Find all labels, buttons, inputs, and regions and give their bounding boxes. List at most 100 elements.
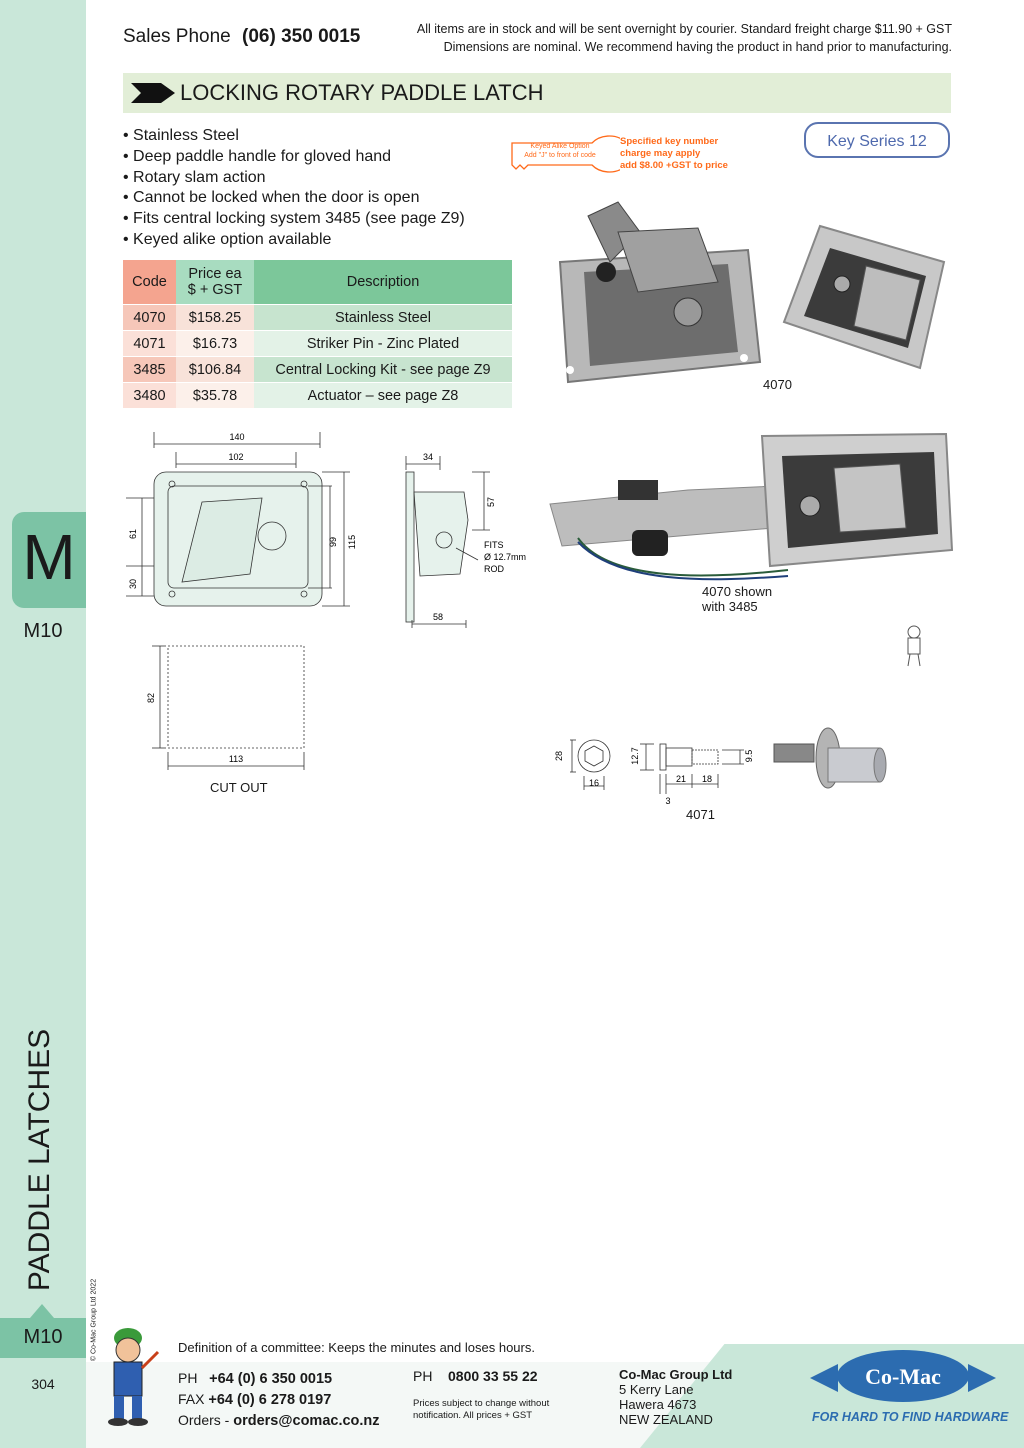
feature-item: Deep paddle handle for gloved hand xyxy=(123,147,465,168)
cell-code: 4070 xyxy=(123,304,176,331)
cell-description: Actuator – see page Z8 xyxy=(254,382,512,408)
photo-caption-line: 4070 shown xyxy=(702,584,773,599)
price-note: Prices subject to change without notific… xyxy=(413,1398,549,1422)
front-view-drawing: 140 102 99 115 61 30 xyxy=(126,432,357,607)
latch-rear-photo xyxy=(558,201,762,384)
bottom-code: M10 xyxy=(23,1326,63,1348)
cell-price: $16.73 xyxy=(176,330,254,357)
ph-number[interactable]: +64 (0) 6 350 0015 xyxy=(209,1371,333,1387)
dim-label: 16 xyxy=(589,778,599,788)
cell-description: Striker Pin - Zinc Plated xyxy=(254,330,512,357)
side-view-drawing: 34 57 58 FITS Ø 12.7mm ROD xyxy=(405,452,526,628)
table-row: 3485 $106.84 Central Locking Kit - see p… xyxy=(123,356,512,383)
dim-label: 57 xyxy=(486,497,496,507)
fits-label: Ø 12.7mm xyxy=(484,552,526,562)
feature-item: Rotary slam action xyxy=(123,168,465,189)
page-number: 304 xyxy=(31,1376,55,1392)
section-letter: M xyxy=(22,521,76,593)
col-code: Code xyxy=(123,260,176,305)
orders-label: Orders - xyxy=(178,1412,230,1428)
key-note-line: charge may apply xyxy=(620,148,701,159)
latch-with-kit-photo xyxy=(549,432,954,581)
dim-label: 82 xyxy=(146,693,156,703)
sales-phone: Sales Phone (06) 350 0015 xyxy=(123,26,360,48)
col-description: Description xyxy=(254,260,512,305)
feature-item: Cannot be locked when the door is open xyxy=(123,188,465,209)
fits-label: FITS xyxy=(484,540,504,550)
price-note-line: Prices subject to change without xyxy=(413,1398,550,1409)
product-title-bar: LOCKING ROTARY PADDLE LATCH xyxy=(123,73,951,113)
address-line: 5 Kerry Lane xyxy=(619,1382,694,1397)
ph2-label: PH xyxy=(413,1368,433,1384)
key-number-note: Specified key number charge may apply ad… xyxy=(620,136,728,172)
bottom-tab xyxy=(0,1318,86,1358)
cell-code: 3480 xyxy=(123,382,176,408)
ph2-number[interactable]: 0800 33 55 22 xyxy=(448,1368,538,1384)
keyed-alike-line: Keyed Alike Option xyxy=(530,143,590,150)
fax-number[interactable]: +64 (0) 6 278 0197 xyxy=(208,1392,332,1408)
feature-item: Fits central locking system 3485 (see pa… xyxy=(123,209,465,230)
bottom-tab-notch xyxy=(30,1304,54,1318)
sales-number[interactable]: (06) 350 0015 xyxy=(242,26,361,47)
cell-price: $158.25 xyxy=(176,304,254,331)
dim-label: 18 xyxy=(702,774,712,784)
feature-list: Stainless Steel Deep paddle handle for g… xyxy=(123,126,465,251)
col-price: Price ea $ + GST xyxy=(176,260,254,305)
cell-code: 3485 xyxy=(123,356,176,383)
dim-label: 3 xyxy=(665,796,670,806)
col-price-line: Price ea xyxy=(188,266,242,282)
feature-item: Keyed alike option available xyxy=(123,230,465,251)
cutout-drawing: 82 113 xyxy=(146,645,305,770)
notice-line: Dimensions are nominal. We recommend hav… xyxy=(443,40,952,54)
cell-code: 4071 xyxy=(123,330,176,357)
orders-email[interactable]: orders@comac.co.nz xyxy=(233,1413,380,1429)
comac-logo[interactable]: Co-Mac xyxy=(810,1342,996,1408)
dim-label: 30 xyxy=(128,579,138,589)
key-note-line: add $8.00 +GST to price xyxy=(620,160,728,171)
dim-label: 140 xyxy=(229,432,244,442)
dim-label: 113 xyxy=(229,754,243,764)
fax-label: FAX xyxy=(178,1391,205,1407)
table-header-row: Code Price ea $ + GST Description xyxy=(123,260,512,305)
mascot-illustration xyxy=(108,1328,160,1426)
cutout-caption: CUT OUT xyxy=(210,780,268,795)
table-row: 4071 $16.73 Striker Pin - Zinc Plated xyxy=(123,330,512,357)
striker-pin-drawing: 28 16 12.7 9.5 3 21 18 xyxy=(554,739,754,806)
section-title: PADDLE LATCHES xyxy=(23,1028,56,1292)
key-series-badge: Key Series 12 xyxy=(804,122,950,158)
contact-block: PH +64 (0) 6 350 0015 FAX +64 (0) 6 278 … xyxy=(178,1368,380,1431)
dim-label: 34 xyxy=(423,452,433,462)
dim-label: 12.7 xyxy=(630,747,640,765)
cell-description: Stainless Steel xyxy=(254,304,512,331)
shipping-notice: All items are in stock and will be sent … xyxy=(417,20,952,56)
tagline: FOR HARD TO FIND HARDWARE xyxy=(812,1410,1009,1424)
dim-label: 9.5 xyxy=(744,750,754,763)
address-line: Hawera 4673 xyxy=(619,1397,697,1412)
latch-front-photo xyxy=(782,224,946,370)
dim-label: 61 xyxy=(128,529,138,539)
photo-caption: 4070 xyxy=(763,377,792,392)
section-tab[interactable] xyxy=(12,512,86,608)
dim-label: 58 xyxy=(433,612,443,622)
product-title: LOCKING ROTARY PADDLE LATCH xyxy=(180,80,544,105)
small-mascot-icon xyxy=(907,625,921,667)
striker-pin-photo xyxy=(773,727,887,789)
ph-label: PH xyxy=(178,1370,198,1386)
price-table: Code Price ea $ + GST Description 4070 $… xyxy=(123,260,512,408)
address-line: NEW ZEALAND xyxy=(619,1412,713,1427)
freephone: PH 0800 33 55 22 xyxy=(413,1368,538,1384)
table-row: 4070 $158.25 Stainless Steel xyxy=(123,304,512,331)
photo-caption-line: with 3485 xyxy=(702,599,758,614)
cell-price: $35.78 xyxy=(176,382,254,408)
keyed-alike-line: Add "J" to front of code xyxy=(524,152,596,159)
arrow-icon xyxy=(131,83,175,103)
dim-label: 28 xyxy=(554,751,564,761)
dim-label: 115 xyxy=(347,535,357,549)
company-name: Co-Mac Group Ltd xyxy=(619,1367,733,1382)
dim-label: 21 xyxy=(676,774,686,784)
logo-text: Co-Mac xyxy=(865,1364,941,1389)
feature-item: Stainless Steel xyxy=(123,126,465,147)
table-row: 3480 $35.78 Actuator – see page Z8 xyxy=(123,382,512,408)
cell-description: Central Locking Kit - see page Z9 xyxy=(254,356,512,383)
notice-line: All items are in stock and will be sent … xyxy=(416,22,952,36)
